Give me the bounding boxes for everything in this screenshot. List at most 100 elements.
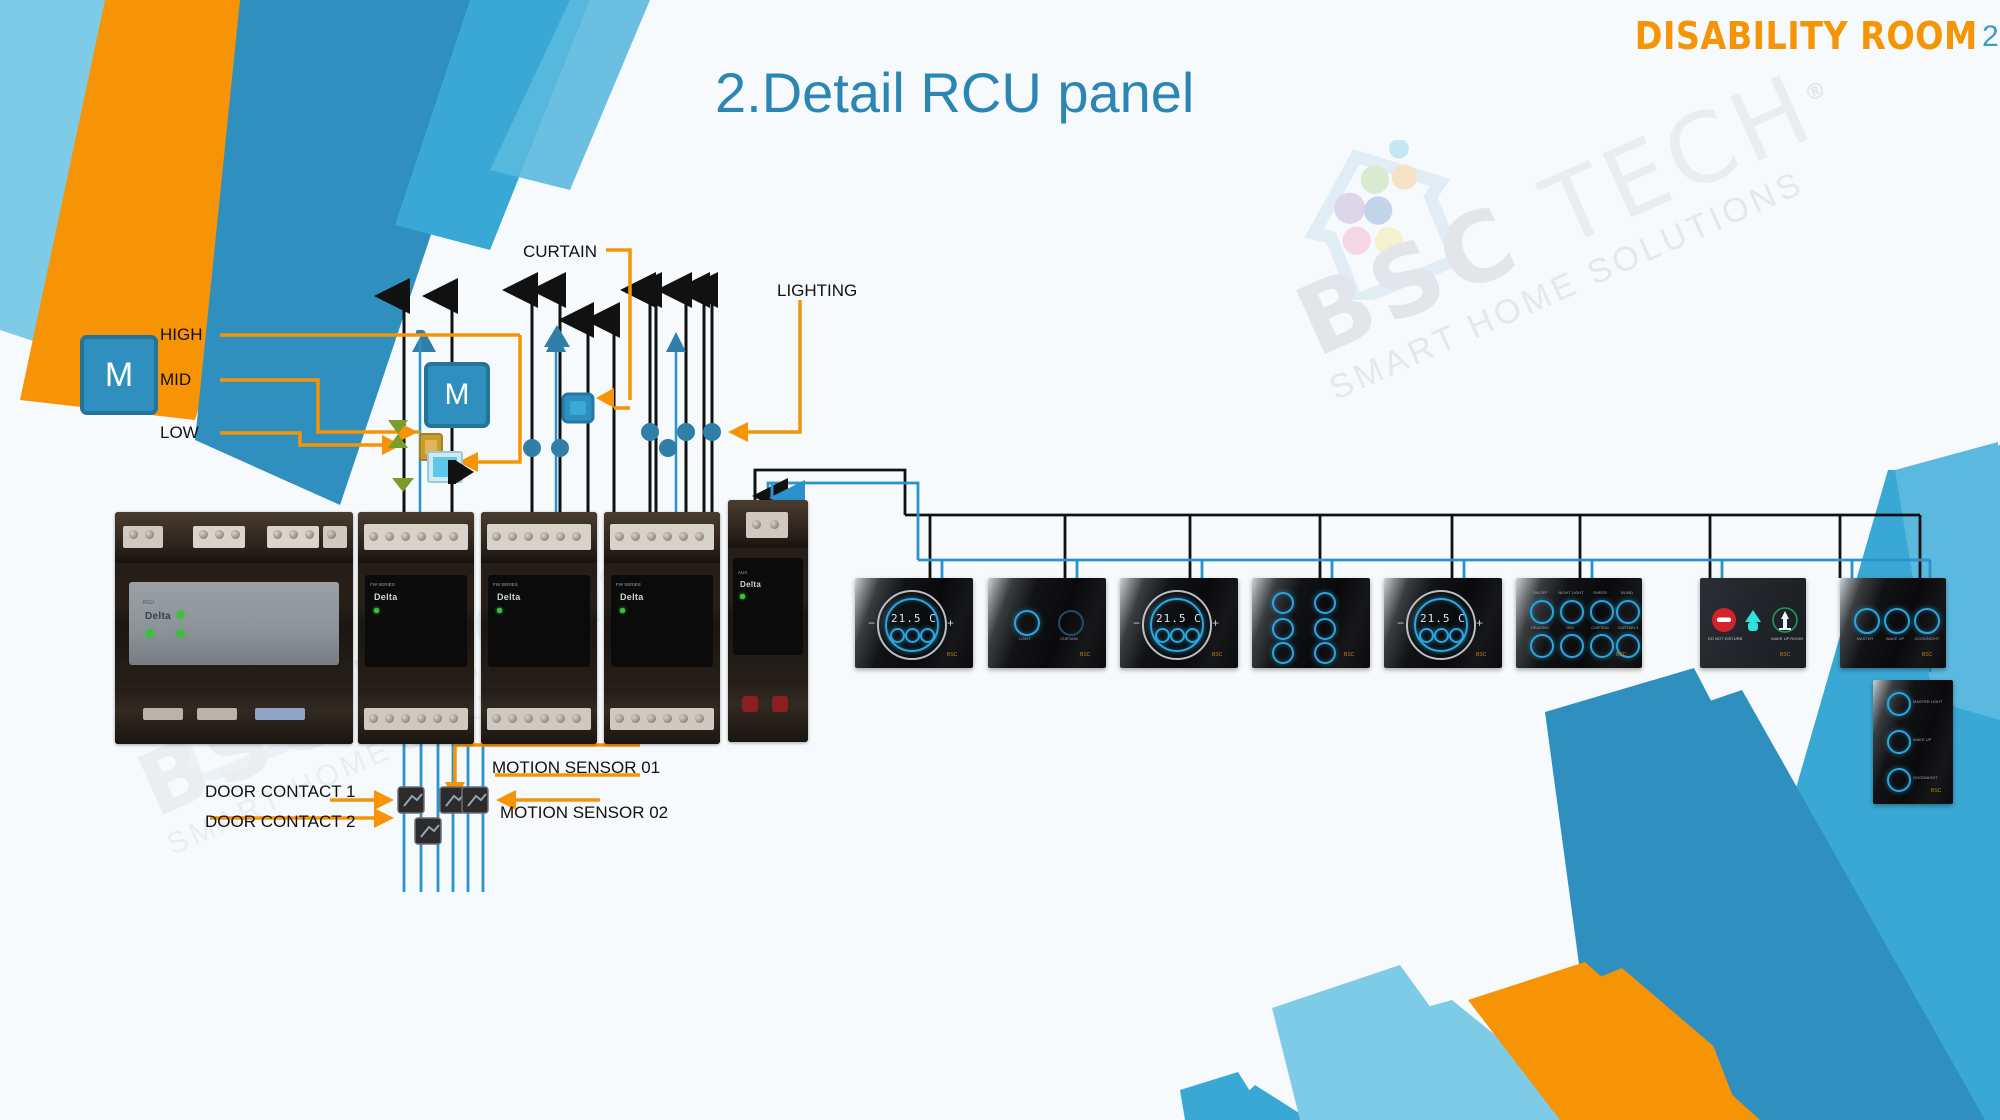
mode-icon[interactable] xyxy=(1434,628,1449,643)
panel-button-dim[interactable] xyxy=(1560,634,1584,658)
panel-caption: ON/OFF xyxy=(1532,590,1548,595)
label-curtain: CURTAIN xyxy=(523,242,597,261)
service-label-dnd: DO NOT DISTURB xyxy=(1708,636,1743,641)
rcu-front-face xyxy=(129,581,339,666)
din-module-power-supply[interactable]: Delta AUX xyxy=(728,500,808,742)
service-label-mur: MAKE UP ROOM xyxy=(1771,636,1803,641)
thermostat-dial[interactable] xyxy=(1414,598,1468,652)
door-contact-1-icon xyxy=(397,786,425,814)
panel-button-curtain-2[interactable] xyxy=(1616,634,1640,658)
panel-button-master[interactable] xyxy=(1272,592,1294,614)
label-door-contact-1: DOOR CONTACT 1 xyxy=(205,782,356,801)
panel-button-goodnight[interactable] xyxy=(1887,768,1911,792)
door-contact-1-arrow-icon xyxy=(374,790,394,810)
label-door-contact-2: DOOR CONTACT 2 xyxy=(205,812,356,831)
page-number: 21 xyxy=(1982,20,2000,53)
din-module-rcu-controller[interactable]: Delta RCU xyxy=(115,512,353,744)
temp-value: 21.5 xyxy=(1420,612,1451,625)
wall-panel-thermostat-2[interactable]: 21.5 C − + BSC xyxy=(1120,578,1238,668)
din-module-relay-1[interactable]: Delta FW SERIES xyxy=(358,512,474,744)
fan-icon[interactable] xyxy=(920,628,935,643)
panel-caption: CURTAIN xyxy=(1591,625,1609,630)
ethernet-port[interactable] xyxy=(255,708,305,720)
panel-button-master[interactable] xyxy=(1854,608,1880,634)
terminal-block xyxy=(197,708,237,720)
wall-panel-eight-button-1[interactable]: ON/OFF NIGHT LIGHT SHEER BLIND READING D… xyxy=(1516,578,1642,668)
panel-button-blind[interactable] xyxy=(1616,600,1640,624)
wall-panel-two-button-1[interactable]: LIGHT CURTAIN BSC xyxy=(988,578,1106,668)
panel-caption: NIGHT LIGHT xyxy=(1558,590,1584,595)
relay-1-model-label: FW SERIES xyxy=(370,582,395,587)
panel-button-curtain[interactable] xyxy=(1058,610,1084,636)
mode-icon[interactable] xyxy=(1170,628,1185,643)
din-module-relay-3[interactable]: Delta FW SERIES xyxy=(604,512,720,744)
panel-button-light[interactable] xyxy=(1014,610,1040,636)
panel-button-curtain[interactable] xyxy=(1590,634,1614,658)
din-module-relay-2[interactable]: Delta FW SERIES xyxy=(481,512,597,744)
rcu-status-led-1 xyxy=(177,611,184,618)
thermostat-dial[interactable] xyxy=(885,598,939,652)
fan-icon[interactable] xyxy=(1449,628,1464,643)
panel-button-night-light[interactable] xyxy=(1560,600,1584,624)
three-btn-label-2: WAKE UP xyxy=(1885,636,1905,641)
damper-icon xyxy=(448,460,474,484)
panel-button-wakeup[interactable] xyxy=(1884,608,1910,634)
wall-panel-thermostat-1[interactable]: 21.5 C − + BSC xyxy=(855,578,973,668)
panel-button-sheer[interactable] xyxy=(1590,600,1614,624)
panel-button-reading[interactable] xyxy=(1530,634,1554,658)
panel-button-onoff[interactable] xyxy=(1530,600,1554,624)
panel-button-sheer[interactable] xyxy=(1314,642,1336,664)
lighting-arrow-icon xyxy=(728,422,748,442)
panel-logo: BSC xyxy=(1616,652,1627,658)
wall-panel-three-button-1[interactable]: MASTER WAKE UP GOODNIGHT BSC xyxy=(1840,578,1946,668)
thermostat-temperature-1: 21.5 C xyxy=(891,612,937,625)
panel-button-master-light[interactable] xyxy=(1887,692,1911,716)
motion-sensor-2-arrow-icon xyxy=(496,790,516,810)
panel-button-night[interactable] xyxy=(1314,618,1336,640)
drain-icon xyxy=(392,478,414,492)
relay-3-front-face xyxy=(610,574,714,668)
mode-icon[interactable] xyxy=(905,628,920,643)
power-icon[interactable] xyxy=(1155,628,1170,643)
rcu-brand-label: Delta xyxy=(145,611,171,622)
panel-caption: BLIND xyxy=(1621,590,1633,595)
panel-caption: CURTAIN 2 xyxy=(1617,625,1639,630)
power-icon[interactable] xyxy=(1419,628,1434,643)
label-mid: MID xyxy=(160,370,192,389)
wall-panel-vertical-three-button[interactable]: MASTER LIGHT WAKE UP GOODNIGHT BSC xyxy=(1873,680,1953,804)
door-contact-2-arrow-icon xyxy=(374,808,394,828)
wall-panel-service-doorbell[interactable]: DO NOT DISTURB MAKE UP ROOM BSC xyxy=(1700,578,1806,668)
panel-button-wakeup[interactable] xyxy=(1887,730,1911,754)
thermostat-plus-button[interactable]: + xyxy=(947,616,955,630)
decor-bar-sky-tl xyxy=(490,0,650,190)
vert-btn-label-1: MASTER LIGHT xyxy=(1913,699,1943,704)
power-icon[interactable] xyxy=(890,628,905,643)
valve-green-icon xyxy=(382,452,406,482)
fan-icon[interactable] xyxy=(1185,628,1200,643)
panel-button-bedside[interactable] xyxy=(1272,618,1294,640)
psu-reset-button[interactable] xyxy=(742,696,758,712)
thermostat-plus-button[interactable]: + xyxy=(1212,616,1220,630)
terminal-block xyxy=(143,708,183,720)
panel-caption: DIM xyxy=(1566,625,1574,630)
panel-button-reading[interactable] xyxy=(1314,592,1336,614)
thermostat-minus-button[interactable]: − xyxy=(868,616,876,630)
temp-unit: C xyxy=(1458,612,1466,625)
rcu-status-led-2 xyxy=(177,630,184,637)
curtain-arrow-icon xyxy=(596,388,614,408)
wall-panel-six-button-1[interactable]: BSC xyxy=(1252,578,1370,668)
psu-test-button[interactable] xyxy=(772,696,788,712)
motion-sensor-2-icon xyxy=(461,786,489,814)
panel-button-light-label: LIGHT xyxy=(1019,636,1031,641)
thermostat-plus-button[interactable]: + xyxy=(1476,616,1484,630)
vert-btn-label-2: WAKE UP xyxy=(1913,737,1932,742)
thermostat-minus-button[interactable]: − xyxy=(1133,616,1141,630)
page-title-text: DISABILITY ROOM xyxy=(1635,14,1978,58)
thermostat-minus-button[interactable]: − xyxy=(1397,616,1405,630)
wall-panel-thermostat-3[interactable]: 21.5 C − + BSC xyxy=(1384,578,1502,668)
damper-arrow-icon xyxy=(458,452,478,472)
panel-button-curtain[interactable] xyxy=(1272,642,1294,664)
thermostat-dial[interactable] xyxy=(1150,598,1204,652)
panel-button-goodnight[interactable] xyxy=(1914,608,1940,634)
